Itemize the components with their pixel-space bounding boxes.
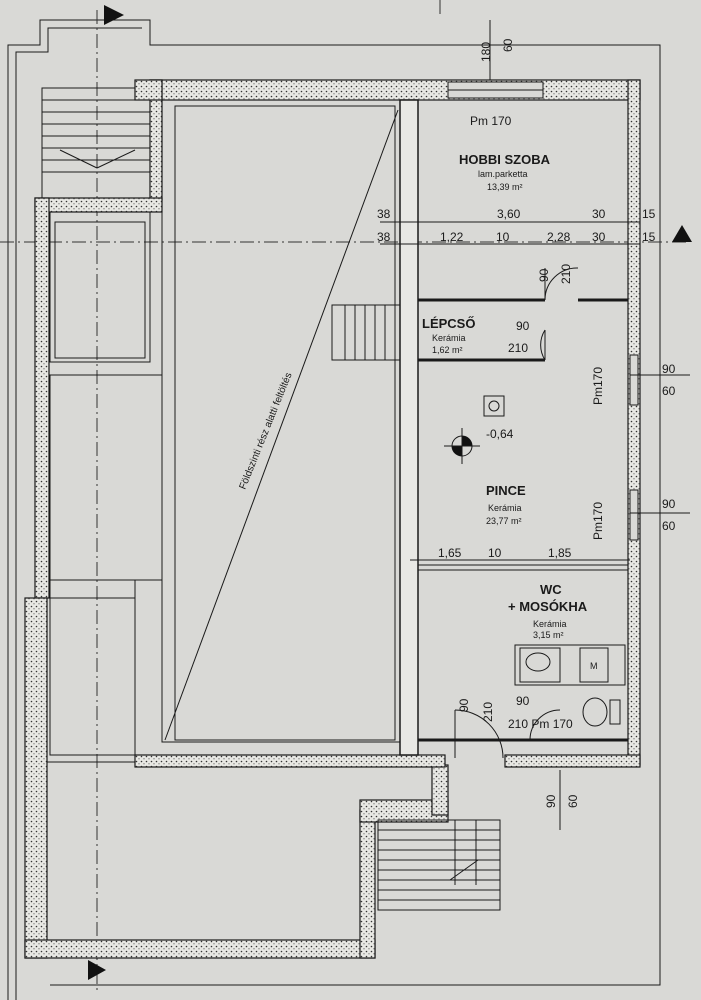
axis-marker-bottom-icon xyxy=(88,960,106,980)
room-name-wc-1: WC xyxy=(540,582,562,597)
dim-lepcso-210: 210 xyxy=(508,341,528,355)
dim-row2-0: 38 xyxy=(377,230,391,244)
dim-top-180: 180 xyxy=(479,42,493,62)
dim-right-pm2: Pm170 xyxy=(591,502,605,540)
dim-top-60: 60 xyxy=(501,38,515,52)
pince-level: -0,64 xyxy=(486,427,514,441)
dim-pince-2: 1,85 xyxy=(548,546,572,560)
room-area-pince: 23,77 m² xyxy=(486,516,522,526)
level-mark-icon xyxy=(444,428,480,464)
wc-fixtures xyxy=(514,644,626,727)
dim-row1-2: 30 xyxy=(592,207,606,221)
windows xyxy=(447,81,639,541)
floor-drain-icon xyxy=(483,395,505,417)
dim-row2-1: 1,22 xyxy=(440,230,464,244)
room-name-hobbi: HOBBI SZOBA xyxy=(459,152,551,167)
axis-marker-top-icon xyxy=(104,5,124,25)
room-area-hobbi: 13,39 m² xyxy=(487,182,523,192)
axis-marker-right-icon xyxy=(672,225,692,242)
doors xyxy=(454,267,579,759)
interior-stair xyxy=(331,304,401,361)
toilet-icon xyxy=(582,697,608,727)
dim-bottom-60: 60 xyxy=(566,794,580,808)
dim-pince-1: 10 xyxy=(488,546,502,560)
exterior-stair-top xyxy=(41,87,151,199)
axis-lines xyxy=(0,0,690,990)
washing-machine-icon xyxy=(579,647,609,683)
site-outline xyxy=(7,19,661,1000)
axis-marker-icons xyxy=(88,5,692,980)
room-material-hobbi: lam.parketta xyxy=(478,169,528,179)
dim-row2-4: 30 xyxy=(592,230,606,244)
fill-note: Földszinti rész alatti feltöltés xyxy=(238,371,295,491)
interior-walls xyxy=(399,99,628,756)
dim-right-60b: 60 xyxy=(662,519,676,533)
dimension-lines xyxy=(380,20,690,830)
wc-mark: M xyxy=(590,661,598,671)
room-area-lepcso: 1,62 m² xyxy=(432,345,463,355)
wc-pm: 210 Pm 170 xyxy=(508,717,573,731)
room-material-wc: Kerámia xyxy=(533,619,567,629)
sink-icon xyxy=(525,652,551,672)
room-material-lepcso: Kerámia xyxy=(432,333,466,343)
dim-row2-5: 15 xyxy=(642,230,656,244)
dim-lepcso-90: 90 xyxy=(516,319,530,333)
building-walls xyxy=(24,79,641,959)
dim-row1-1: 3,60 xyxy=(497,207,521,221)
dim-right-90b: 90 xyxy=(662,497,676,511)
dim-wc-door-210: 210 xyxy=(481,702,495,722)
dim-wc-door-90: 90 xyxy=(457,698,471,712)
fill-area xyxy=(46,99,401,763)
dim-row1-0: 38 xyxy=(377,207,391,221)
dim-row2-3: 2,28 xyxy=(547,230,571,244)
dim-right-60a: 60 xyxy=(662,384,676,398)
exterior-stair-bottom xyxy=(377,819,501,911)
dim-row1-3: 15 xyxy=(642,207,656,221)
dim-door-210: 210 xyxy=(559,264,573,284)
room-name-pince: PINCE xyxy=(486,483,526,498)
dim-door-90: 90 xyxy=(537,268,551,282)
dim-row2-2: 10 xyxy=(496,230,510,244)
hobbi-pm: Pm 170 xyxy=(470,114,512,128)
room-material-pince: Kerámia xyxy=(488,503,522,513)
room-name-wc-2: + MOSÓKHA xyxy=(508,599,588,614)
room-name-lepcso: LÉPCSŐ xyxy=(422,316,475,331)
dim-wc-90: 90 xyxy=(516,694,530,708)
dim-bottom-90: 90 xyxy=(544,794,558,808)
dim-pince-0: 1,65 xyxy=(438,546,462,560)
room-area-wc: 3,15 m² xyxy=(533,630,564,640)
dim-right-pm1: Pm170 xyxy=(591,367,605,405)
dim-right-90a: 90 xyxy=(662,362,676,376)
